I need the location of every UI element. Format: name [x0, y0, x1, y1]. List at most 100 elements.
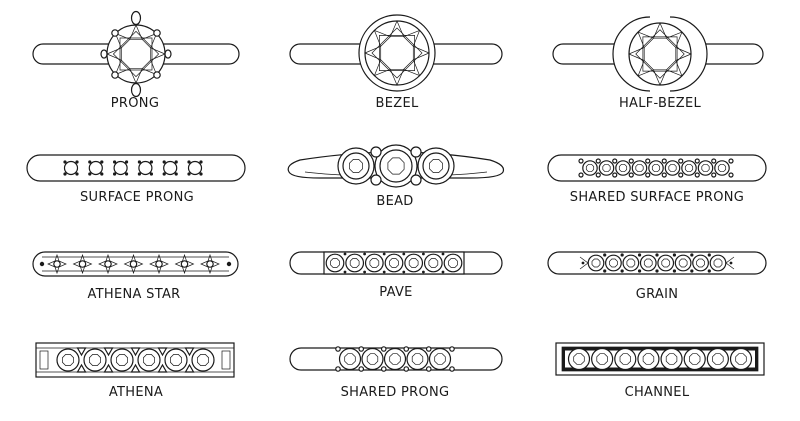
bead-illustration	[287, 144, 505, 188]
gem-table-facet	[366, 353, 379, 365]
prong	[100, 160, 104, 164]
diamond-facets	[364, 20, 430, 86]
athena-gem	[191, 348, 215, 372]
label-shared-prong: SHARED PRONG	[340, 385, 450, 400]
grain	[707, 253, 711, 257]
shared-prong	[335, 346, 341, 352]
bead	[370, 174, 382, 186]
athena-wedge	[103, 363, 114, 373]
pave-illustration	[289, 251, 503, 275]
pave-gem	[364, 253, 384, 273]
gem-table-facet	[197, 354, 209, 366]
label-athena-star: ATHENA STAR	[87, 287, 181, 302]
shared-prong	[403, 366, 410, 372]
surface-gem	[187, 160, 203, 176]
shared-prong	[358, 366, 365, 372]
gem-table-facet	[651, 163, 661, 173]
gem-table-facet	[591, 258, 601, 268]
channel-end	[562, 347, 565, 371]
shared-prong	[425, 346, 432, 352]
pave-bead	[363, 252, 366, 256]
shared-prong	[711, 158, 717, 164]
shared-gem	[428, 347, 452, 371]
diamond-star-facet	[112, 30, 160, 78]
surface-gem	[163, 160, 178, 176]
star-cut	[123, 253, 144, 275]
shared-prong	[661, 158, 667, 164]
gem-table-facet	[434, 353, 446, 365]
gem-table-facet	[701, 163, 710, 173]
label-channel: CHANNEL	[624, 385, 690, 400]
gem-table-facet	[411, 353, 424, 365]
athena-gem	[83, 348, 107, 372]
surface-gem	[113, 160, 128, 176]
star-cut	[174, 253, 195, 275]
grain	[655, 269, 659, 273]
accent-gem	[180, 260, 189, 268]
shared-prong	[380, 366, 387, 372]
surface-gem	[697, 160, 714, 176]
gem-table-facet	[429, 159, 443, 173]
gem-table-facet	[689, 353, 701, 365]
grain-gem	[587, 254, 605, 272]
grain-gem	[657, 254, 675, 272]
athena-wedge	[130, 347, 141, 357]
shared-prong	[728, 158, 734, 164]
athena-wedge	[76, 363, 87, 373]
channel-gem	[637, 347, 660, 371]
shared-prong	[335, 366, 341, 372]
shared-prong	[449, 366, 455, 372]
athena-gem	[56, 348, 80, 372]
bead	[370, 146, 382, 158]
gem-table-facet	[349, 258, 360, 268]
prong	[187, 172, 191, 176]
shared-prong	[449, 346, 455, 352]
surface-gem	[615, 160, 631, 176]
surface-gem	[664, 160, 681, 176]
gem-table-facet	[642, 353, 655, 365]
pave-gem	[384, 253, 404, 273]
pave-bead	[402, 252, 406, 256]
athena-wedge	[103, 347, 114, 357]
end-block	[221, 350, 231, 370]
athena-wedge	[184, 347, 195, 357]
prong	[100, 172, 104, 176]
gem-table-facet	[735, 353, 747, 365]
shared-prong	[694, 158, 700, 164]
prong	[88, 160, 92, 164]
star-cut	[72, 253, 93, 275]
gem-table-facet	[696, 258, 705, 268]
shared-gem	[383, 347, 407, 371]
pave-bead	[402, 270, 406, 274]
star-cut	[98, 253, 118, 275]
bead-gem	[422, 152, 450, 180]
surface-gem	[631, 160, 648, 176]
surface-gem	[681, 160, 697, 176]
grain	[707, 269, 711, 273]
pave-bead	[343, 270, 347, 274]
diamond-star-facet	[119, 37, 153, 71]
gem-table-facet	[596, 353, 608, 365]
shared-prong	[645, 158, 651, 164]
gem-table-facet	[619, 353, 631, 365]
gem-table-facet	[89, 354, 101, 366]
grain	[581, 261, 585, 265]
gem-table-facet	[408, 258, 419, 268]
gem-table-facet	[602, 163, 611, 173]
prong	[153, 29, 161, 37]
shared-prong	[661, 172, 667, 178]
athena-gem	[110, 348, 134, 372]
shared-prong	[612, 172, 618, 178]
accent-gem	[155, 260, 163, 268]
prong	[162, 172, 166, 176]
pave-bead	[441, 270, 445, 274]
shared-prong	[678, 172, 684, 178]
gem-table-facet	[618, 163, 628, 173]
prong	[130, 10, 142, 26]
accent-gem	[129, 260, 138, 268]
surface-prong-illustration	[26, 154, 246, 182]
end-dot	[39, 261, 45, 267]
shared-prong	[578, 158, 584, 164]
pave-bead	[343, 252, 347, 256]
grain-gem	[692, 254, 709, 272]
